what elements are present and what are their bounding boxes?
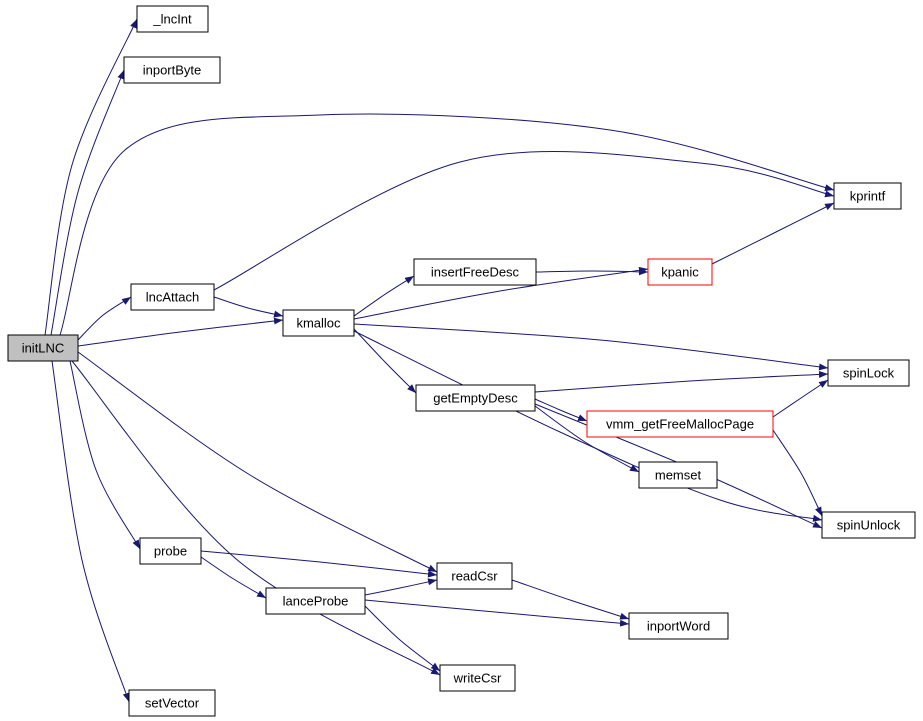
node-label-getEmptyDesc: getEmptyDesc (433, 391, 518, 406)
edge-initLNC-to-lncAttach (77, 296, 132, 341)
edge-initLNC-to-inportByte (50, 69, 125, 336)
edge-initLNC-to-_lncInt (44, 18, 138, 336)
node-getEmptyDesc[interactable]: getEmptyDesc (415, 384, 536, 412)
node-label-kpanic: kpanic (661, 265, 699, 280)
node-kmalloc[interactable]: kmalloc (282, 309, 355, 337)
node-label-setVector: setVector (145, 696, 200, 711)
node-label-spinLock: spinLock (843, 366, 895, 381)
node-box-setVector[interactable] (128, 689, 216, 717)
node-lncAttach[interactable]: lncAttach (130, 283, 215, 311)
node-box-insertFreeDesc[interactable] (413, 258, 537, 286)
edge-kpanic-to-kprintf (711, 202, 835, 265)
edge-initLNC-to-kmalloc (77, 317, 284, 347)
node-label-initLNC: initLNC (22, 341, 65, 356)
node-label-vmm_getFreeMallocPage: vmm_getFreeMallocPage (606, 417, 754, 432)
edge-getEmptyDesc-to-memset (534, 405, 640, 473)
node-setVector[interactable]: setVector (128, 689, 216, 717)
edge-initLNC-to-setVector (51, 360, 130, 703)
node-box-inportByte[interactable] (123, 56, 221, 84)
edge-lncAttach-to-kprintf (213, 150, 835, 291)
node-label-writeCsr: writeCsr (453, 671, 502, 686)
node-spinLock[interactable]: spinLock (827, 359, 910, 387)
edge-kmalloc-to-kpanic (353, 266, 649, 320)
node-probe[interactable]: probe (139, 537, 202, 565)
node-label-_lncInt: _lncInt (152, 12, 192, 27)
node-inportWord[interactable]: inportWord (628, 612, 729, 640)
node-label-kprintf: kprintf (850, 189, 886, 204)
edge-vmm_getFreeMallocPage-to-spinUnlock (772, 429, 823, 517)
node-label-memset: memset (655, 468, 702, 483)
edge-getEmptyDesc-to-spinLock (534, 370, 829, 393)
node-spinUnlock[interactable]: spinUnlock (821, 511, 916, 539)
node-box-lncAttach[interactable] (130, 283, 215, 311)
edge-probe-to-lanceProbe (200, 556, 267, 599)
node-label-inportWord: inportWord (647, 619, 710, 634)
node-insertFreeDesc[interactable]: insertFreeDesc (413, 258, 537, 286)
node-box-readCsr[interactable] (436, 562, 513, 590)
nodes-layer: initLNC _lncInt inportByte lncAttach kmalloc… (7, 5, 916, 717)
node-box-kprintf[interactable] (833, 182, 902, 210)
edge-lanceProbe-to-writeCsr (364, 605, 441, 672)
node-kprintf[interactable]: kprintf (833, 182, 902, 210)
node-label-lanceProbe: lanceProbe (283, 594, 349, 609)
edge-probe-to-readCsr (200, 550, 438, 578)
edges-layer (44, 18, 835, 703)
edge-kmalloc-to-getEmptyDesc (353, 328, 417, 394)
edge-readCsr-to-inportWord (511, 579, 630, 620)
node-readCsr[interactable]: readCsr (436, 562, 513, 590)
edge-lanceProbe-to-readCsr (364, 578, 438, 596)
node-inportByte[interactable]: inportByte (123, 56, 221, 84)
node-writeCsr[interactable]: writeCsr (439, 664, 516, 692)
edge-lncAttach-to-kmalloc (213, 296, 284, 318)
edge-lanceProbe-to-inportWord (364, 599, 630, 627)
node-box-memset[interactable] (638, 461, 718, 489)
edge-initLNC-to-writeCsr (71, 360, 441, 676)
node-box-inportWord[interactable] (628, 612, 729, 640)
node-vmm_getFreeMallocPage[interactable]: vmm_getFreeMallocPage (586, 410, 774, 438)
edge-kmalloc-to-insertFreeDesc (353, 275, 415, 317)
node-initLNC[interactable]: initLNC (7, 334, 79, 362)
node-box-initLNC[interactable] (7, 334, 79, 362)
node-box-lanceProbe[interactable] (265, 587, 366, 615)
edge-getEmptyDesc-to-vmm_getFreeMallocPage (534, 398, 588, 422)
node-label-spinUnlock: spinUnlock (837, 518, 901, 533)
node-box-writeCsr[interactable] (439, 664, 516, 692)
node-box-_lncInt[interactable] (136, 5, 209, 33)
node-box-kmalloc[interactable] (282, 309, 355, 337)
node-memset[interactable]: memset (638, 461, 718, 489)
node-_lncInt[interactable]: _lncInt (136, 5, 209, 33)
node-box-spinLock[interactable] (827, 359, 910, 387)
edge-kmalloc-to-spinUnlock (353, 330, 823, 522)
edge-kmalloc-to-spinLock (353, 323, 829, 371)
node-box-getEmptyDesc[interactable] (415, 384, 536, 412)
edge-initLNC-to-kprintf (59, 113, 835, 336)
node-label-readCsr: readCsr (451, 569, 498, 584)
node-box-spinUnlock[interactable] (821, 511, 916, 539)
node-label-lncAttach: lncAttach (146, 290, 199, 305)
edge-vmm_getFreeMallocPage-to-spinLock (772, 379, 829, 418)
node-label-inportByte: inportByte (143, 63, 202, 78)
edge-initLNC-to-probe (69, 360, 141, 550)
node-box-vmm_getFreeMallocPage[interactable] (586, 410, 774, 438)
node-box-kpanic[interactable] (647, 258, 713, 286)
node-label-kmalloc: kmalloc (296, 316, 341, 331)
edge-initLNC-to-readCsr (77, 351, 438, 573)
node-lanceProbe[interactable]: lanceProbe (265, 587, 366, 615)
node-label-insertFreeDesc: insertFreeDesc (431, 265, 520, 280)
node-label-probe: probe (154, 544, 187, 559)
node-box-probe[interactable] (139, 537, 202, 565)
edge-insertFreeDesc-to-kpanic (535, 268, 649, 276)
node-kpanic[interactable]: kpanic (647, 258, 713, 286)
